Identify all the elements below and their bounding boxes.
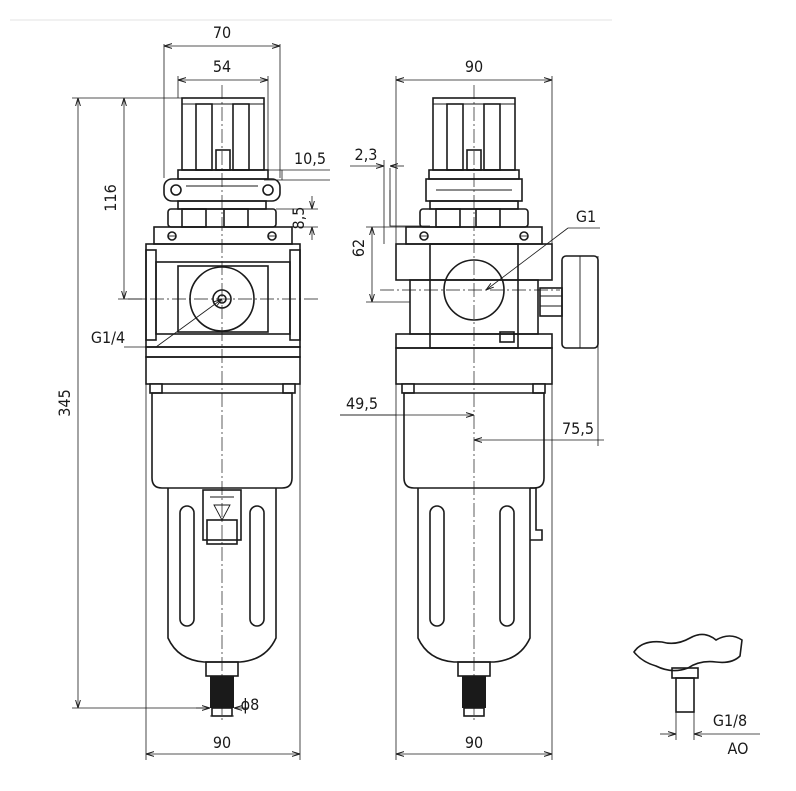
dim-label-70: 70 (213, 23, 231, 42)
dim-label-90-left: 90 (213, 733, 231, 752)
dim-label-8-5: 8,5 (289, 207, 308, 230)
dim-label-54: 54 (213, 57, 231, 76)
dim-label-ao: AO (728, 739, 749, 758)
dim-label-116: 116 (101, 184, 120, 211)
side-view (380, 85, 599, 722)
dim-label-2-3: 2,3 (355, 145, 378, 164)
dim-label-10-5: 10,5 (294, 149, 326, 168)
dim-label-90-right: 90 (465, 733, 483, 752)
dim-label-g1-4: G1/4 (91, 328, 125, 347)
dim-label-62: 62 (349, 239, 368, 257)
side-dimensions (340, 76, 604, 760)
dim-label-49-5: 49,5 (346, 394, 378, 413)
front-view (128, 85, 318, 722)
dim-label-g1-8: G1/8 (713, 711, 747, 730)
front-dimensions (72, 44, 330, 760)
gauge-detail (633, 633, 760, 740)
dim-label-75-5: 75,5 (562, 419, 594, 438)
dim-label-345: 345 (55, 389, 74, 416)
dim-label-g1: G1 (576, 207, 596, 226)
dim-label-dia-8: ϕ8 (241, 695, 260, 714)
dimension-labels: 70 54 116 10,5 8,5 G1/4 345 ϕ8 90 90 2,3… (55, 23, 748, 758)
dim-label-90-top: 90 (465, 57, 483, 76)
